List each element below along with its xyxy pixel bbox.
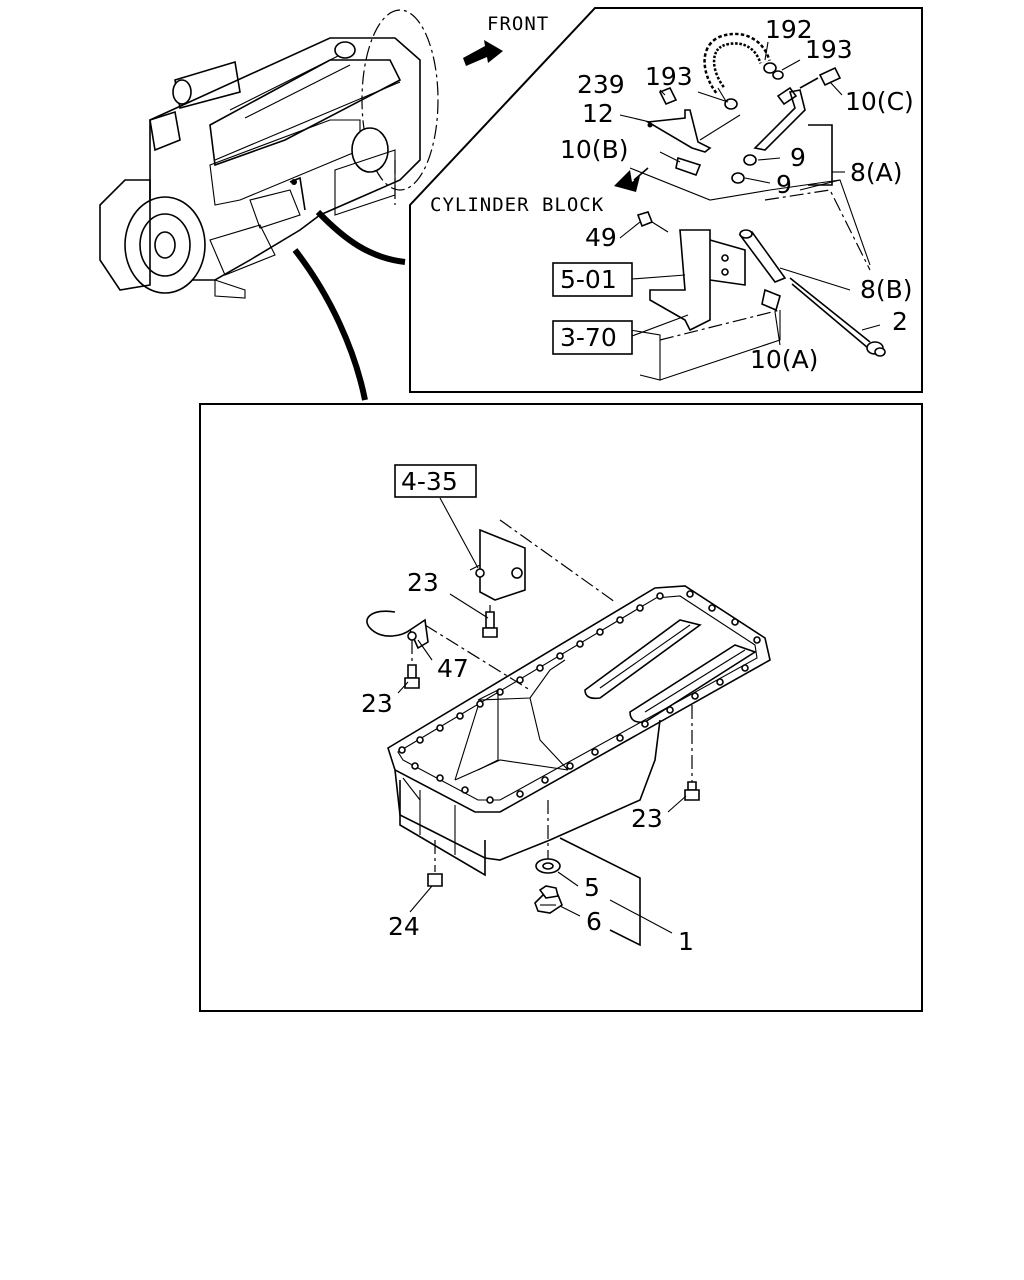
ref-box-3-70[interactable]: 3-70 (552, 320, 633, 355)
callout-5: 5 (584, 873, 600, 902)
front-direction-arrow: FRONT (463, 13, 549, 66)
bolt-23-right (684, 781, 700, 801)
engine-overview-illustration (99, 9, 439, 401)
ref-4-35-label: 4-35 (401, 467, 458, 496)
front-label: FRONT (487, 13, 549, 35)
drain-plug-6 (534, 885, 563, 914)
callout-192: 192 (765, 15, 813, 44)
ref-3-70-label: 3-70 (560, 323, 617, 352)
callout-8b: 8(B) (860, 275, 913, 304)
detail-callouts: 192 193 239 193 12 10(C) 10(B) 9 9 8(A) … (430, 15, 914, 374)
callout-23-left: 23 (361, 689, 393, 718)
callout-193-left: 193 (645, 62, 693, 91)
callout-1: 1 (678, 927, 694, 956)
ref-5-01-label: 5-01 (560, 265, 617, 294)
cylinder-block-label: CYLINDER BLOCK (430, 194, 604, 216)
dipstick-detail-frame (409, 7, 923, 393)
callout-9-lower: 9 (776, 170, 792, 199)
oil-pan-main-frame (199, 403, 923, 1012)
callout-9-upper: 9 (790, 143, 806, 172)
flange-bolt-holes (398, 590, 761, 804)
callout-23-upper: 23 (407, 568, 439, 597)
dipstick-2 (789, 277, 871, 343)
callout-239: 239 (577, 70, 625, 99)
bolt-23-left (404, 664, 420, 689)
main-callouts: 23 47 23 23 24 5 6 1 (361, 568, 694, 956)
callout-23-right: 23 (631, 804, 663, 833)
callout-47: 47 (437, 654, 469, 683)
callout-8a: 8(A) (850, 158, 903, 187)
callout-2: 2 (892, 307, 908, 336)
callout-24: 24 (388, 912, 420, 941)
oil-pan-1 (387, 585, 771, 813)
nut-24 (427, 873, 443, 887)
oil-pan-illustration (366, 519, 771, 914)
main-leader-lines (397, 497, 687, 947)
callout-10b: 10(B) (560, 135, 628, 164)
callout-49: 49 (585, 223, 617, 252)
dipstick-guide-tube-upper (753, 89, 806, 151)
detail-leader-lines (619, 41, 881, 346)
callout-193-right: 193 (805, 35, 853, 64)
callout-10c: 10(C) (845, 87, 914, 116)
bolt-23-upper (482, 611, 498, 638)
callout-10a: 10(A) (750, 345, 818, 374)
callout-6: 6 (586, 907, 602, 936)
callout-12: 12 (582, 99, 614, 128)
ref-box-4-35[interactable]: 4-35 (394, 464, 477, 498)
ref-box-5-01[interactable]: 5-01 (552, 262, 633, 297)
dipstick-guide-tube-lower (738, 231, 787, 283)
